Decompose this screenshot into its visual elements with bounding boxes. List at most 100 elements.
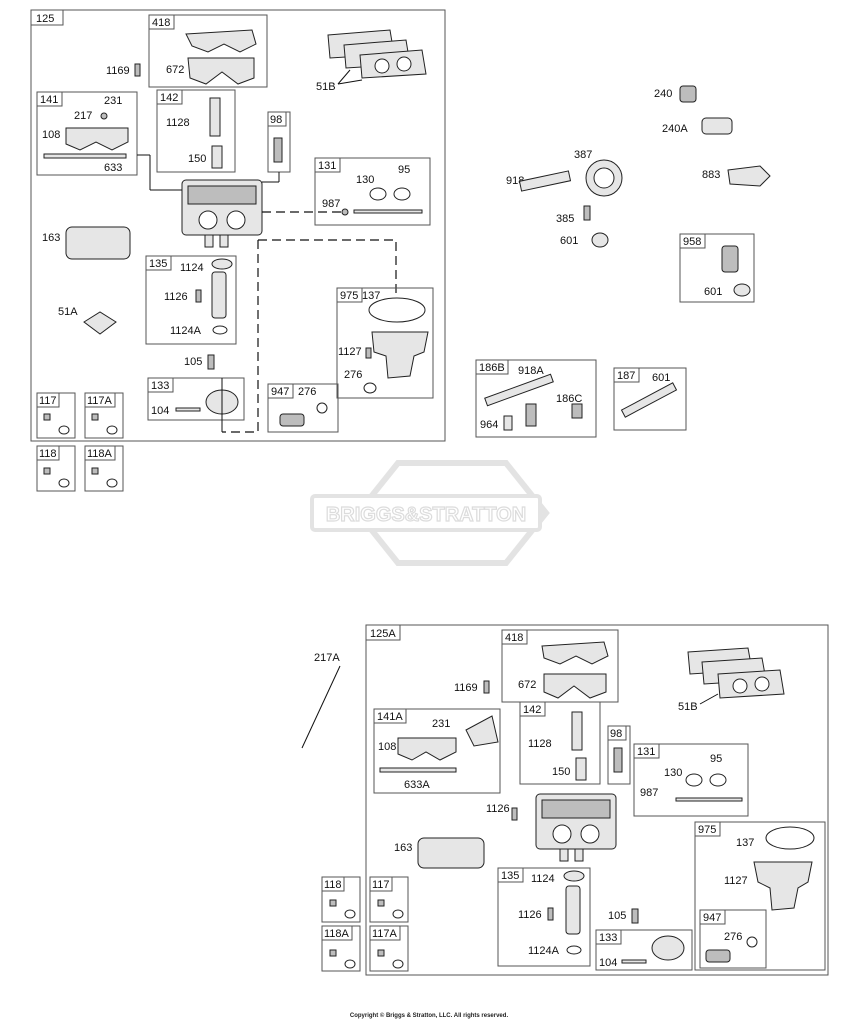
callout-117a: 117A [87,395,113,407]
fitting-186c-shape [571,403,583,419]
callout-633a: 633A [404,779,430,791]
callout-131: 131 [318,160,336,172]
callout-137-b: 137 [736,837,754,849]
kit-125a-frame [365,624,829,976]
callout-186b: 186B [479,362,505,374]
callout-633: 633 [104,162,122,174]
shaft-shape [353,209,423,214]
callout-141a: 141A [377,711,403,723]
callout-418: 418 [152,17,170,29]
callout-105: 105 [184,356,202,368]
callout-117-b: 117 [372,879,390,891]
callout-958: 958 [683,236,701,248]
callout-1127-b: 1127 [724,875,748,887]
callout-987-b: 987 [640,787,658,799]
callout-601b: 601 [704,286,722,298]
briggs-stratton-watermark: BRIGGS&STRATTON [310,460,550,566]
spring-217a-shape [301,665,341,749]
callout-276-c: 276 [724,931,742,943]
callout-131-b: 131 [637,746,655,758]
callout-217: 217 [74,110,92,122]
callout-51b: 51B [316,81,336,93]
callout-231-b: 231 [432,718,450,730]
callout-130-b: 130 [664,767,682,779]
callout-1126-b: 1126 [486,803,510,815]
callout-117: 117 [39,395,57,407]
callout-163-b: 163 [394,842,412,854]
callout-975-b: 975 [698,824,716,836]
gasket-shape [187,57,255,85]
callout-1169-b: 1169 [454,682,478,694]
gasket-51a-shape [83,311,117,335]
watermark-text: BRIGGS&STRATTON [326,504,526,526]
callout-672-b: 672 [518,679,536,691]
callout-947-b: 947 [703,912,721,924]
callout-150-b: 150 [552,766,570,778]
callout-1126-c: 1126 [518,909,542,921]
callout-142: 142 [160,92,178,104]
callout-105-b: 105 [608,910,626,922]
gasket-108-shape [65,127,129,151]
callout-108: 108 [42,129,60,141]
callout-104: 104 [151,405,169,417]
callout-130: 130 [356,174,374,186]
callout-672: 672 [166,64,184,76]
fitting-shape [525,403,537,427]
callout-51a: 51A [58,306,78,318]
oring-shape [368,297,426,323]
plate-633-shape [43,153,127,159]
hose-187-shape [620,382,678,418]
clamp-601-shape [591,232,609,248]
callout-231: 231 [104,95,122,107]
filter-240-shape [679,85,697,103]
callout-240a: 240A [662,123,688,135]
diagram-kit-125a: 217A 125A 418 672 1169 51B 141A 231 108 … [301,624,829,976]
filter-240a-shape [701,117,733,135]
callout-240: 240 [654,88,672,100]
callout-95: 95 [398,164,410,176]
callout-186c: 186C [556,393,582,405]
callout-1126: 1126 [164,291,188,303]
callout-385: 385 [556,213,574,225]
callout-1128: 1128 [166,117,190,129]
screw-385-shape [583,205,591,221]
hose-918a-shape [484,373,554,407]
gasket-stack-51b [327,29,427,79]
callout-1127: 1127 [338,346,362,358]
fuel-system-parts: 240 240A 387 918 883 385 601 958 601 186… [475,85,771,438]
callout-1124: 1124 [180,262,204,274]
callout-133-b: 133 [599,932,617,944]
gasket-stack-51b-b [687,647,785,699]
callout-150: 150 [188,153,206,165]
solenoid-shape [279,413,305,427]
callout-118: 118 [39,448,57,460]
callout-964: 964 [480,419,498,431]
callout-276-b: 276 [344,369,362,381]
callout-418-b: 418 [505,632,523,644]
gasket-shape [185,29,257,53]
callout-98-b: 98 [610,728,622,740]
callout-142-b: 142 [523,704,541,716]
callout-137: 137 [362,290,380,302]
gasket-883-shape [727,165,771,187]
callout-133: 133 [151,380,169,392]
diagram-kit-125: 125 418 672 1169 51B 141 231 217 108 633 [30,9,446,492]
callout-1128-b: 1128 [528,738,552,750]
callout-975: 975 [340,290,358,302]
callout-125a: 125A [370,628,396,640]
callout-95-b: 95 [710,753,722,765]
callout-1124a-b: 1124A [528,945,560,957]
callout-947: 947 [271,386,289,398]
callout-104-b: 104 [599,957,617,969]
callout-276-a: 276 [298,386,316,398]
callout-135-b: 135 [501,870,519,882]
callout-387: 387 [574,149,592,161]
kit-125-frame [30,9,446,442]
screw-shape [134,63,141,77]
callout-125: 125 [36,13,54,25]
callout-918a: 918A [518,365,544,377]
bowl-975-shape [371,331,429,379]
callout-118a-b: 118A [324,928,350,940]
carburetor-body-b [535,793,617,862]
callout-1124a: 1124A [170,325,202,337]
